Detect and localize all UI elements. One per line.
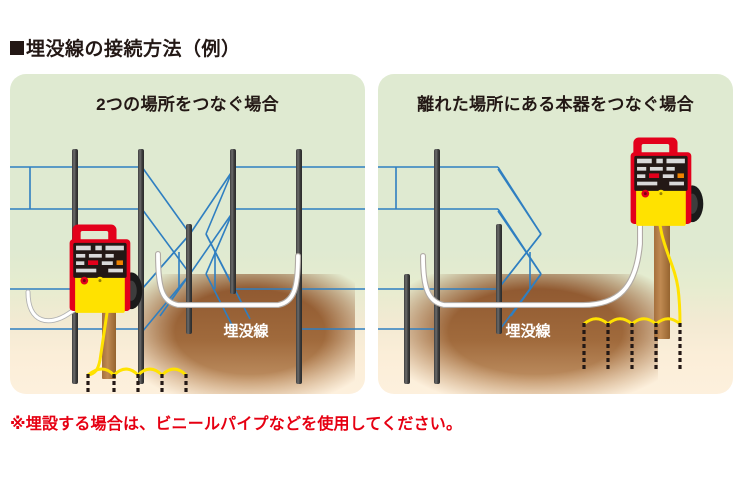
ground-rod-group-left [86, 374, 188, 394]
square-bullet-icon [10, 40, 24, 55]
scene-two-locations: 埋没線 [10, 74, 365, 394]
soil-label-right: 埋没線 [505, 322, 551, 340]
fence-wire-group-left [10, 166, 365, 333]
soil-label-left: 埋没線 [223, 322, 269, 340]
energizer-left [69, 224, 143, 313]
scene-remote-unit: 埋没線 [378, 74, 733, 394]
panel-title-two-locations: 2つの場所をつなぐ場合 [96, 95, 279, 114]
page-title: 埋没線の接続方法（例） [10, 34, 241, 61]
panel-title-remote-unit: 離れた場所にある本器をつなぐ場合 [417, 95, 694, 114]
page-title-text: 埋没線の接続方法（例） [26, 39, 241, 60]
fence-post-group-right [404, 149, 502, 384]
footnote-note: ※埋設する場合は、ビニールパイプなどを使用してください。 [10, 416, 463, 433]
panel-remote-unit: 離れた場所にある本器をつなぐ場合 [378, 74, 733, 394]
panel-two-locations: 2つの場所をつなぐ場合 [10, 74, 365, 394]
buried-wire-right [420, 197, 643, 308]
ground-rod-group-right [582, 323, 682, 370]
energizer-right [630, 137, 704, 226]
buried-wire-left [25, 251, 301, 324]
